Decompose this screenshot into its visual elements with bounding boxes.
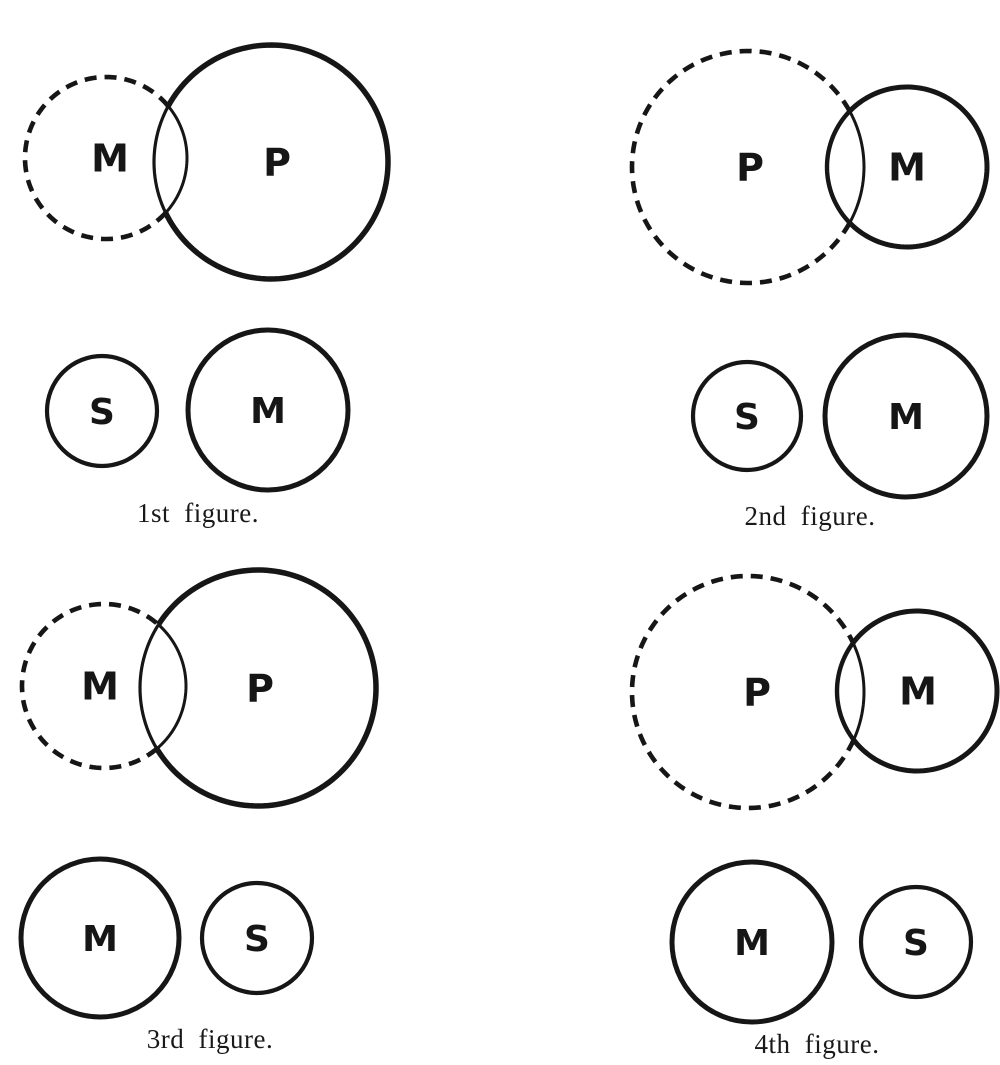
circle-m-conclusion-fig4 bbox=[669, 859, 835, 1025]
circle-label-m-fig1-premise: M bbox=[91, 137, 129, 181]
circle-label-p-fig4-premise: P bbox=[743, 671, 771, 715]
circle-label-p-fig2-premise: P bbox=[736, 146, 764, 190]
circle-label-s-fig2-conclusion: S bbox=[734, 397, 760, 438]
overlap-arc-p-fig3 bbox=[138, 623, 160, 750]
circle-p-outline-dashed-fig4 bbox=[629, 573, 856, 811]
overlap-arc-p-fig1 bbox=[152, 105, 170, 214]
circle-label-m-fig1-conclusion: M bbox=[250, 391, 286, 432]
circle-label-s-fig1-conclusion: S bbox=[89, 392, 115, 433]
circle-m-conclusion-fig2 bbox=[822, 332, 990, 500]
circle-m-outline-dashed-fig3 bbox=[19, 601, 160, 771]
circle-p-outline-solid-fig3 bbox=[154, 567, 379, 809]
circle-label-m-fig2-premise: M bbox=[888, 146, 926, 190]
circle-m-conclusion-fig1 bbox=[185, 327, 351, 493]
figure-caption-1: 1st figure. bbox=[137, 498, 259, 528]
circle-label-m-fig4-premise: M bbox=[899, 670, 937, 714]
circle-s-conclusion-fig2 bbox=[690, 359, 804, 473]
circle-label-m-fig3-premise: M bbox=[81, 665, 119, 709]
circle-p-outline-dashed-fig2 bbox=[629, 48, 852, 286]
overlap-arc-p-fig4 bbox=[851, 642, 866, 741]
circle-label-m-fig2-conclusion: M bbox=[888, 397, 924, 438]
circle-m-outline-solid-fig4 bbox=[851, 608, 1000, 774]
circle-label-m-fig3-conclusion: M bbox=[82, 919, 118, 960]
circle-m-outline-solid-fig2 bbox=[847, 84, 990, 250]
circle-m-outline-dashed-fig1 bbox=[22, 74, 170, 242]
overlap-arc-m-fig1 bbox=[164, 105, 189, 214]
circle-label-p-fig1-premise: P bbox=[263, 141, 291, 185]
overlap-arc-m-fig3 bbox=[155, 623, 188, 750]
overlap-arc-m-fig4 bbox=[834, 641, 856, 742]
circle-label-s-fig4-conclusion: S bbox=[903, 923, 929, 964]
figure-caption-4: 4th figure. bbox=[754, 1029, 880, 1059]
circle-s-conclusion-fig1 bbox=[44, 353, 160, 469]
circle-label-p-fig3-premise: P bbox=[246, 667, 274, 711]
circle-s-conclusion-fig4 bbox=[858, 884, 974, 1000]
circle-s-conclusion-fig3 bbox=[199, 880, 315, 996]
circle-m-conclusion-fig3 bbox=[18, 856, 182, 1020]
circle-label-m-fig4-conclusion: M bbox=[734, 923, 770, 964]
figure-caption-2: 2nd figure. bbox=[744, 501, 876, 531]
figure-caption-3: 3rd figure. bbox=[146, 1024, 274, 1054]
circle-p-outline-solid-fig1 bbox=[163, 42, 391, 282]
circle-label-s-fig3-conclusion: S bbox=[244, 919, 270, 960]
overlap-arc-p-fig2 bbox=[848, 110, 866, 224]
overlap-arc-m-fig2 bbox=[824, 109, 852, 225]
